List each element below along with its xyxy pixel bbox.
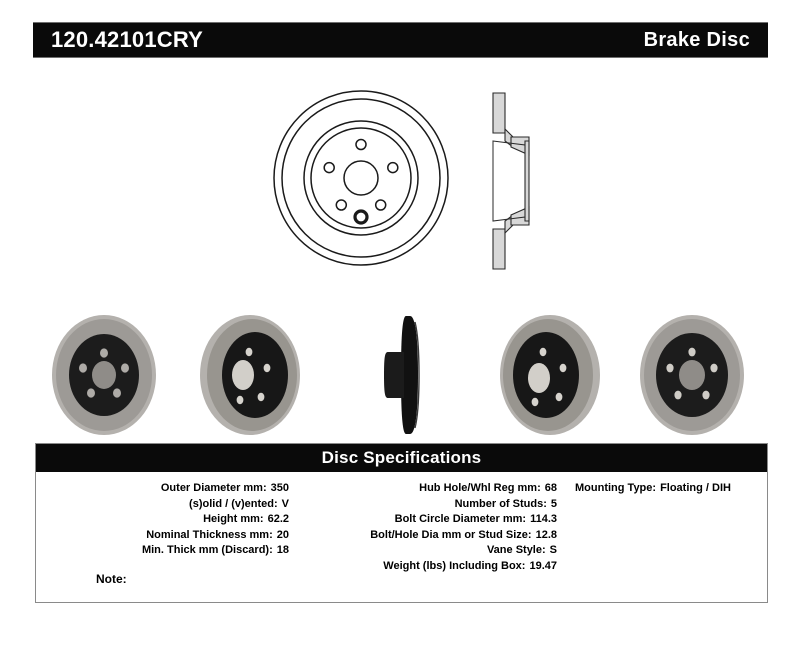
spec-row: Nominal Thickness mm: 20	[36, 528, 289, 544]
product-type-label: Brake Disc	[643, 28, 750, 51]
part-number-label: 120.42101CRY	[51, 27, 204, 52]
spec-row: Weight (lbs) Including Box: 19.47	[289, 559, 557, 575]
spec-value: 18	[276, 544, 289, 557]
spec-value: 5	[550, 497, 557, 510]
disc-cross-section-line-drawing	[492, 92, 530, 270]
spec-column-right: Mounting Type: Floating / DIH	[557, 481, 767, 575]
spec-label: Hub Hole/Whl Reg mm:	[419, 482, 541, 494]
spec-value: 12.8	[535, 528, 557, 541]
spec-label: Vane Style:	[486, 544, 546, 557]
spec-row: Mounting Type: Floating / DIH	[557, 481, 767, 497]
spec-title-bar: Disc Specifications	[36, 444, 767, 472]
note-row: Note:	[96, 572, 296, 586]
spec-row: Bolt/Hole Dia mm or Stud Size: 12.8	[289, 528, 557, 544]
rotor-photo-rear-face	[640, 315, 744, 435]
product-header-bar: 120.42101CRY Brake Disc	[33, 22, 768, 58]
spec-row: Min. Thick mm (Discard): 18	[36, 543, 289, 559]
spec-label: Mounting Type:	[575, 482, 657, 494]
spec-column-left: Outer Diameter mm: 350 (s)olid / (v)ente…	[36, 481, 289, 575]
spec-value: 20	[276, 528, 289, 541]
spec-row: Hub Hole/Whl Reg mm: 68	[289, 481, 557, 497]
spec-row: (s)olid / (v)ented: V	[36, 497, 289, 513]
rotor-photo-angled-left	[200, 315, 300, 435]
spec-row: Vane Style: S	[289, 543, 557, 559]
spec-label: Bolt/Hole Dia mm or Stud Size:	[370, 528, 532, 541]
spec-columns: Outer Diameter mm: 350 (s)olid / (v)ente…	[36, 472, 767, 575]
spec-value: 68	[544, 482, 557, 494]
spec-value: V	[281, 497, 289, 510]
rotor-photo-angled-right	[500, 315, 600, 435]
rotor-photo-front-face	[52, 315, 156, 435]
rotor-photo-edge-profile	[384, 316, 420, 434]
spec-row: Height mm: 62.2	[36, 512, 289, 528]
spec-value: 19.47	[529, 559, 557, 572]
spec-value: S	[549, 544, 557, 557]
spec-label: Bolt Circle Diameter mm:	[394, 513, 527, 526]
disc-specifications-panel: Disc Specifications Outer Diameter mm: 3…	[35, 443, 768, 603]
spec-row: Bolt Circle Diameter mm: 114.3	[289, 512, 557, 528]
spec-row: Number of Studs: 5	[289, 497, 557, 513]
spec-value: 350	[270, 482, 289, 494]
note-label: Note:	[96, 572, 127, 586]
spec-title: Disc Specifications	[321, 448, 482, 467]
spec-label: Number of Studs:	[454, 497, 547, 510]
spec-label: Outer Diameter mm:	[160, 482, 267, 494]
technical-drawing-area	[33, 80, 768, 295]
disc-face-line-drawing	[273, 90, 449, 266]
spec-value: Floating / DIH	[660, 482, 731, 494]
product-photo-row	[33, 312, 768, 444]
spec-value: 62.2	[267, 513, 289, 526]
spec-label: Nominal Thickness mm:	[146, 528, 273, 541]
spec-row: Outer Diameter mm: 350	[36, 481, 289, 497]
spec-label: (s)olid / (v)ented:	[189, 497, 278, 510]
spec-value: 114.3	[530, 513, 557, 526]
spec-column-middle: Hub Hole/Whl Reg mm: 68 Number of Studs:…	[289, 481, 557, 575]
spec-label: Min. Thick mm (Discard):	[141, 544, 273, 557]
spec-label: Weight (lbs) Including Box:	[383, 559, 526, 572]
spec-label: Height mm:	[203, 513, 264, 526]
